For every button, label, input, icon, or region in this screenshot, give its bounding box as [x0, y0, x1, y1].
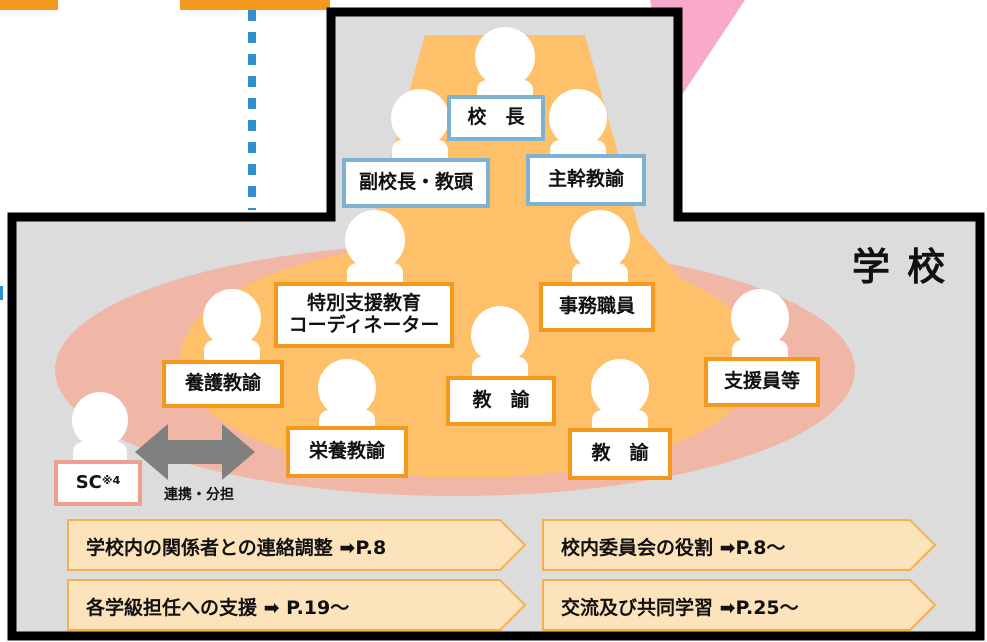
left-edge-marker	[0, 286, 3, 300]
person-icon	[549, 89, 607, 147]
link-label: 交流及び共同学習 ➡P.25～	[561, 597, 799, 619]
link-arrow-shape	[542, 519, 937, 571]
person-icon	[471, 306, 529, 364]
link-contact-coordination[interactable]: 学校内の関係者との連絡調整 ➡P.8	[68, 520, 525, 570]
vice-principal-label: 副校長・教頭	[342, 158, 490, 208]
sc-text: SC	[75, 471, 102, 493]
person-icon	[391, 89, 449, 147]
coordinator-line-1: 特別支援教育	[306, 292, 421, 315]
principal-label: 校 長	[447, 95, 545, 141]
person-icon	[475, 27, 535, 87]
person-icon	[731, 289, 789, 347]
link-arrow-shape	[67, 579, 527, 631]
coordinator-line-2: コーディネーター	[288, 314, 440, 336]
person-icon	[570, 210, 630, 270]
link-arrow-shape	[67, 519, 527, 571]
chief-teacher-label: 主幹教諭	[526, 154, 646, 206]
top-orange-shape	[180, 0, 330, 10]
nurse-teacher-label: 養護教諭	[162, 360, 284, 408]
sc-footnote: ※4	[101, 473, 121, 487]
person-icon	[203, 289, 261, 347]
person-icon	[345, 210, 405, 270]
nutrition-teacher-label: 栄養教諭	[286, 426, 408, 478]
person-icon	[72, 392, 128, 448]
link-label: 学校内の関係者との連絡調整 ➡P.8	[86, 537, 387, 559]
link-label: 校内委員会の役割 ➡P.8～	[561, 537, 786, 559]
cooperation-label: 連携・分担	[164, 487, 234, 503]
teacher-label: 教 諭	[568, 428, 672, 480]
link-label: 各学級担任への支援 ➡ P.19～	[86, 597, 350, 619]
link-school-committee-role[interactable]: 校内委員会の役割 ➡P.8～	[543, 520, 935, 570]
person-icon	[591, 359, 649, 417]
teacher-label: 教 諭	[446, 376, 556, 426]
top-left-orange-shape	[0, 0, 58, 10]
sc-label: SC※4	[54, 460, 142, 506]
person-icon	[318, 359, 376, 417]
link-arrow-shape	[542, 579, 937, 631]
office-staff-label: 事務職員	[539, 282, 655, 332]
special-support-coordinator-label: 特別支援教育 コーディネーター	[274, 282, 454, 348]
double-arrow-icon	[135, 424, 255, 480]
school-label: 学 校	[852, 245, 948, 289]
link-homeroom-support[interactable]: 各学級担任への支援 ➡ P.19～	[68, 580, 525, 630]
support-staff-label: 支援員等	[704, 357, 820, 407]
link-exchange-joint-learning[interactable]: 交流及び共同学習 ➡P.25～	[543, 580, 935, 630]
